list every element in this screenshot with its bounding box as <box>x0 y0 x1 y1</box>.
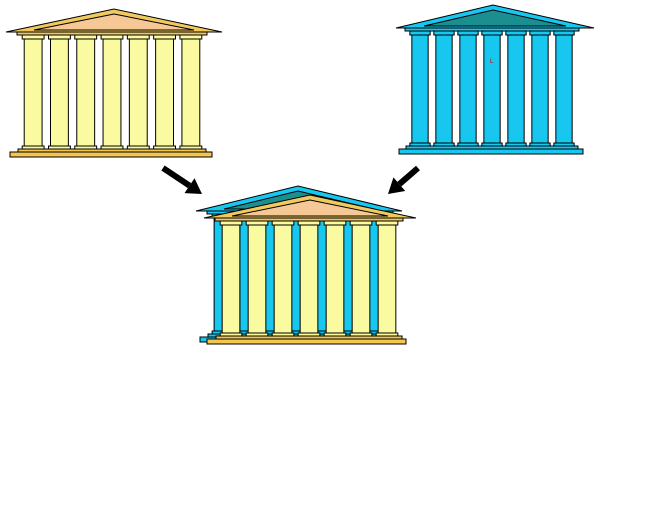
blue-capital <box>433 30 455 36</box>
yellow-pediment <box>33 13 195 31</box>
yellow-column <box>102 38 122 147</box>
yellow-capital <box>21 34 45 40</box>
merged-yellow-capital <box>219 220 243 226</box>
merged-yellow-column <box>377 224 397 334</box>
yellow-base <box>9 151 213 158</box>
yellow-capital <box>74 34 98 40</box>
blue-column <box>411 34 429 144</box>
arrow-right-head <box>388 177 406 194</box>
blue-capital <box>553 30 575 36</box>
blue-capital <box>505 30 527 36</box>
merged-yellow-column <box>325 224 345 334</box>
yellow-column <box>49 38 69 147</box>
temple-blue <box>395 4 595 155</box>
yellow-capital <box>153 34 177 40</box>
merged-yellow-pediment <box>231 199 389 217</box>
yellow-capital <box>47 34 71 40</box>
yellow-capital <box>179 34 203 40</box>
yellow-column <box>181 38 201 147</box>
merged-yellow-capital <box>245 220 269 226</box>
merge-arrows <box>161 165 420 194</box>
blue-column <box>555 34 573 144</box>
blue-capital <box>457 30 479 36</box>
merged-yellow-capital <box>297 220 321 226</box>
merged-yellow-capital <box>375 220 399 226</box>
blue-pediment <box>423 9 567 27</box>
arrow-right-shaft <box>397 165 420 187</box>
merged-yellow-capital <box>323 220 347 226</box>
yellow-column <box>23 38 43 147</box>
merged-yellow-column <box>299 224 319 334</box>
blue-column <box>459 34 477 144</box>
blue-column <box>483 34 501 144</box>
temple-blue-mark: L <box>490 59 494 65</box>
merged-yellow-column <box>221 224 241 334</box>
blue-base <box>398 148 584 155</box>
blue-column <box>435 34 453 144</box>
merged-yellow-layer <box>203 194 417 345</box>
yellow-column <box>155 38 175 147</box>
temple-merged <box>195 185 417 345</box>
merged-yellow-capital <box>271 220 295 226</box>
merged-yellow-base <box>206 338 407 345</box>
blue-column <box>507 34 525 144</box>
blue-capital <box>481 30 503 36</box>
temple-yellow <box>5 8 223 158</box>
arrow-left-shaft <box>161 165 192 189</box>
yellow-column <box>128 38 148 147</box>
blue-capital <box>529 30 551 36</box>
merged-yellow-column <box>247 224 267 334</box>
merged-yellow-column <box>351 224 371 334</box>
blue-capital <box>409 30 431 36</box>
merged-yellow-column <box>273 224 293 334</box>
arrow-left-head <box>184 178 202 194</box>
merged-yellow-capital <box>349 220 373 226</box>
yellow-capital <box>126 34 150 40</box>
blue-column <box>531 34 549 144</box>
yellow-capital <box>100 34 124 40</box>
yellow-column <box>76 38 96 147</box>
